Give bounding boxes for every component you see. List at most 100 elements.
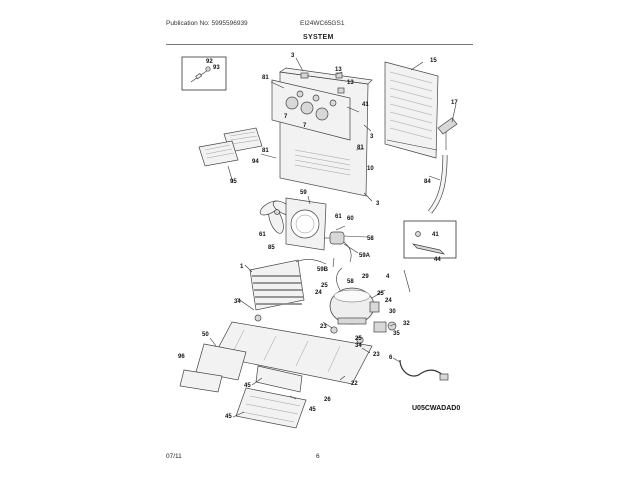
overload	[387, 321, 397, 331]
coil-tube	[295, 259, 327, 265]
thermistor	[403, 269, 411, 293]
fan-motor	[329, 231, 345, 245]
compressor	[329, 287, 380, 325]
drain-hose-inner	[428, 154, 447, 214]
clip-13a	[300, 72, 309, 79]
callout-6: 6	[389, 355, 393, 361]
tray-insert	[179, 369, 223, 393]
callout-45: 45	[244, 383, 251, 389]
callout-23: 23	[320, 324, 327, 330]
lower-pan	[235, 387, 307, 429]
suction-line	[336, 267, 343, 291]
callout-81: 81	[357, 145, 364, 151]
callout-93: 93	[213, 65, 220, 71]
callout-4: 4	[386, 274, 390, 280]
clip-shape	[195, 72, 203, 80]
grommet-23	[330, 326, 338, 334]
callout-23: 23	[373, 352, 380, 358]
publication-number: Publication No: 5995596939	[166, 20, 248, 27]
clip-13b	[335, 72, 343, 79]
callout-25: 25	[355, 336, 362, 342]
callout-17: 17	[451, 100, 458, 106]
power-cord	[399, 359, 447, 379]
callout-81: 81	[262, 148, 269, 154]
motor-lead	[343, 241, 352, 263]
shroud-opening	[290, 209, 320, 239]
callout-58: 58	[367, 236, 374, 242]
condenser-coil	[249, 259, 305, 311]
rear-panel-top	[279, 67, 373, 85]
footer-date: 07/11	[166, 453, 182, 460]
diagram-code: U05CWADAD0	[412, 405, 460, 412]
callout-32: 32	[403, 321, 410, 327]
cord-plug	[439, 373, 449, 381]
callout-13: 13	[335, 67, 342, 73]
callout-29: 29	[362, 274, 369, 280]
panel-vent-lines	[294, 149, 351, 176]
callout-25: 25	[321, 283, 328, 289]
filter-tray-lower	[198, 140, 239, 167]
relay	[373, 321, 387, 333]
callout-61: 61	[259, 232, 266, 238]
grommet-3	[315, 107, 329, 121]
model-number: EI24WC65GS1	[300, 20, 345, 27]
callout-61: 61	[335, 214, 342, 220]
callout-3: 3	[291, 53, 295, 59]
callout-3: 3	[370, 134, 374, 140]
callout-13: 13	[347, 80, 354, 86]
callout-22: 22	[351, 381, 358, 387]
grommet-2	[300, 101, 314, 115]
inset-box-fastener	[181, 56, 227, 91]
condenser-grille	[384, 61, 439, 159]
bushing-3	[329, 99, 337, 107]
drain-tray	[195, 343, 247, 381]
header-rule	[166, 44, 473, 45]
callout-7: 7	[284, 114, 288, 120]
callout-92: 92	[206, 59, 213, 65]
grille-bar	[386, 139, 438, 151]
callout-34: 34	[355, 343, 362, 349]
callout-35: 35	[393, 331, 400, 337]
callout-41: 41	[362, 102, 369, 108]
base-pan	[213, 321, 373, 385]
callout-44: 44	[434, 257, 441, 263]
bushing-1	[296, 90, 304, 98]
callout-15: 15	[430, 58, 437, 64]
screw-41	[415, 231, 421, 237]
grille-slots	[389, 71, 433, 140]
callout-81: 81	[262, 75, 269, 81]
inset-box-bracket	[403, 220, 457, 259]
callout-45: 45	[225, 414, 232, 420]
callout-7: 7	[303, 123, 307, 129]
callout-50: 50	[202, 332, 209, 338]
callout-60: 60	[347, 216, 354, 222]
callout-59: 59	[300, 190, 307, 196]
callout-59b: 59B	[317, 267, 329, 273]
bracket	[255, 365, 303, 393]
callout-26: 26	[324, 397, 331, 403]
callout-24: 24	[315, 290, 322, 296]
callout-84: 84	[424, 179, 431, 185]
grommet-1	[285, 96, 299, 110]
callout-41: 41	[432, 232, 439, 238]
callout-10: 10	[367, 166, 374, 172]
grommet-25	[356, 336, 364, 344]
callout-1: 1	[240, 264, 244, 270]
leader-lines	[209, 57, 457, 418]
callout-25: 25	[377, 291, 384, 297]
callout-30: 30	[389, 309, 396, 315]
callout-24: 24	[385, 298, 392, 304]
callout-59a: 59A	[359, 253, 371, 259]
callout-58: 58	[347, 279, 354, 285]
callout-45: 45	[309, 407, 316, 413]
bracket-44	[411, 243, 446, 255]
clip-13c	[337, 87, 345, 94]
callout-94: 94	[252, 159, 259, 165]
bushing-2	[312, 94, 320, 102]
screw-head	[205, 66, 211, 72]
callout-85: 85	[268, 245, 275, 251]
grommet-left	[254, 314, 262, 322]
section-title: SYSTEM	[303, 34, 334, 41]
